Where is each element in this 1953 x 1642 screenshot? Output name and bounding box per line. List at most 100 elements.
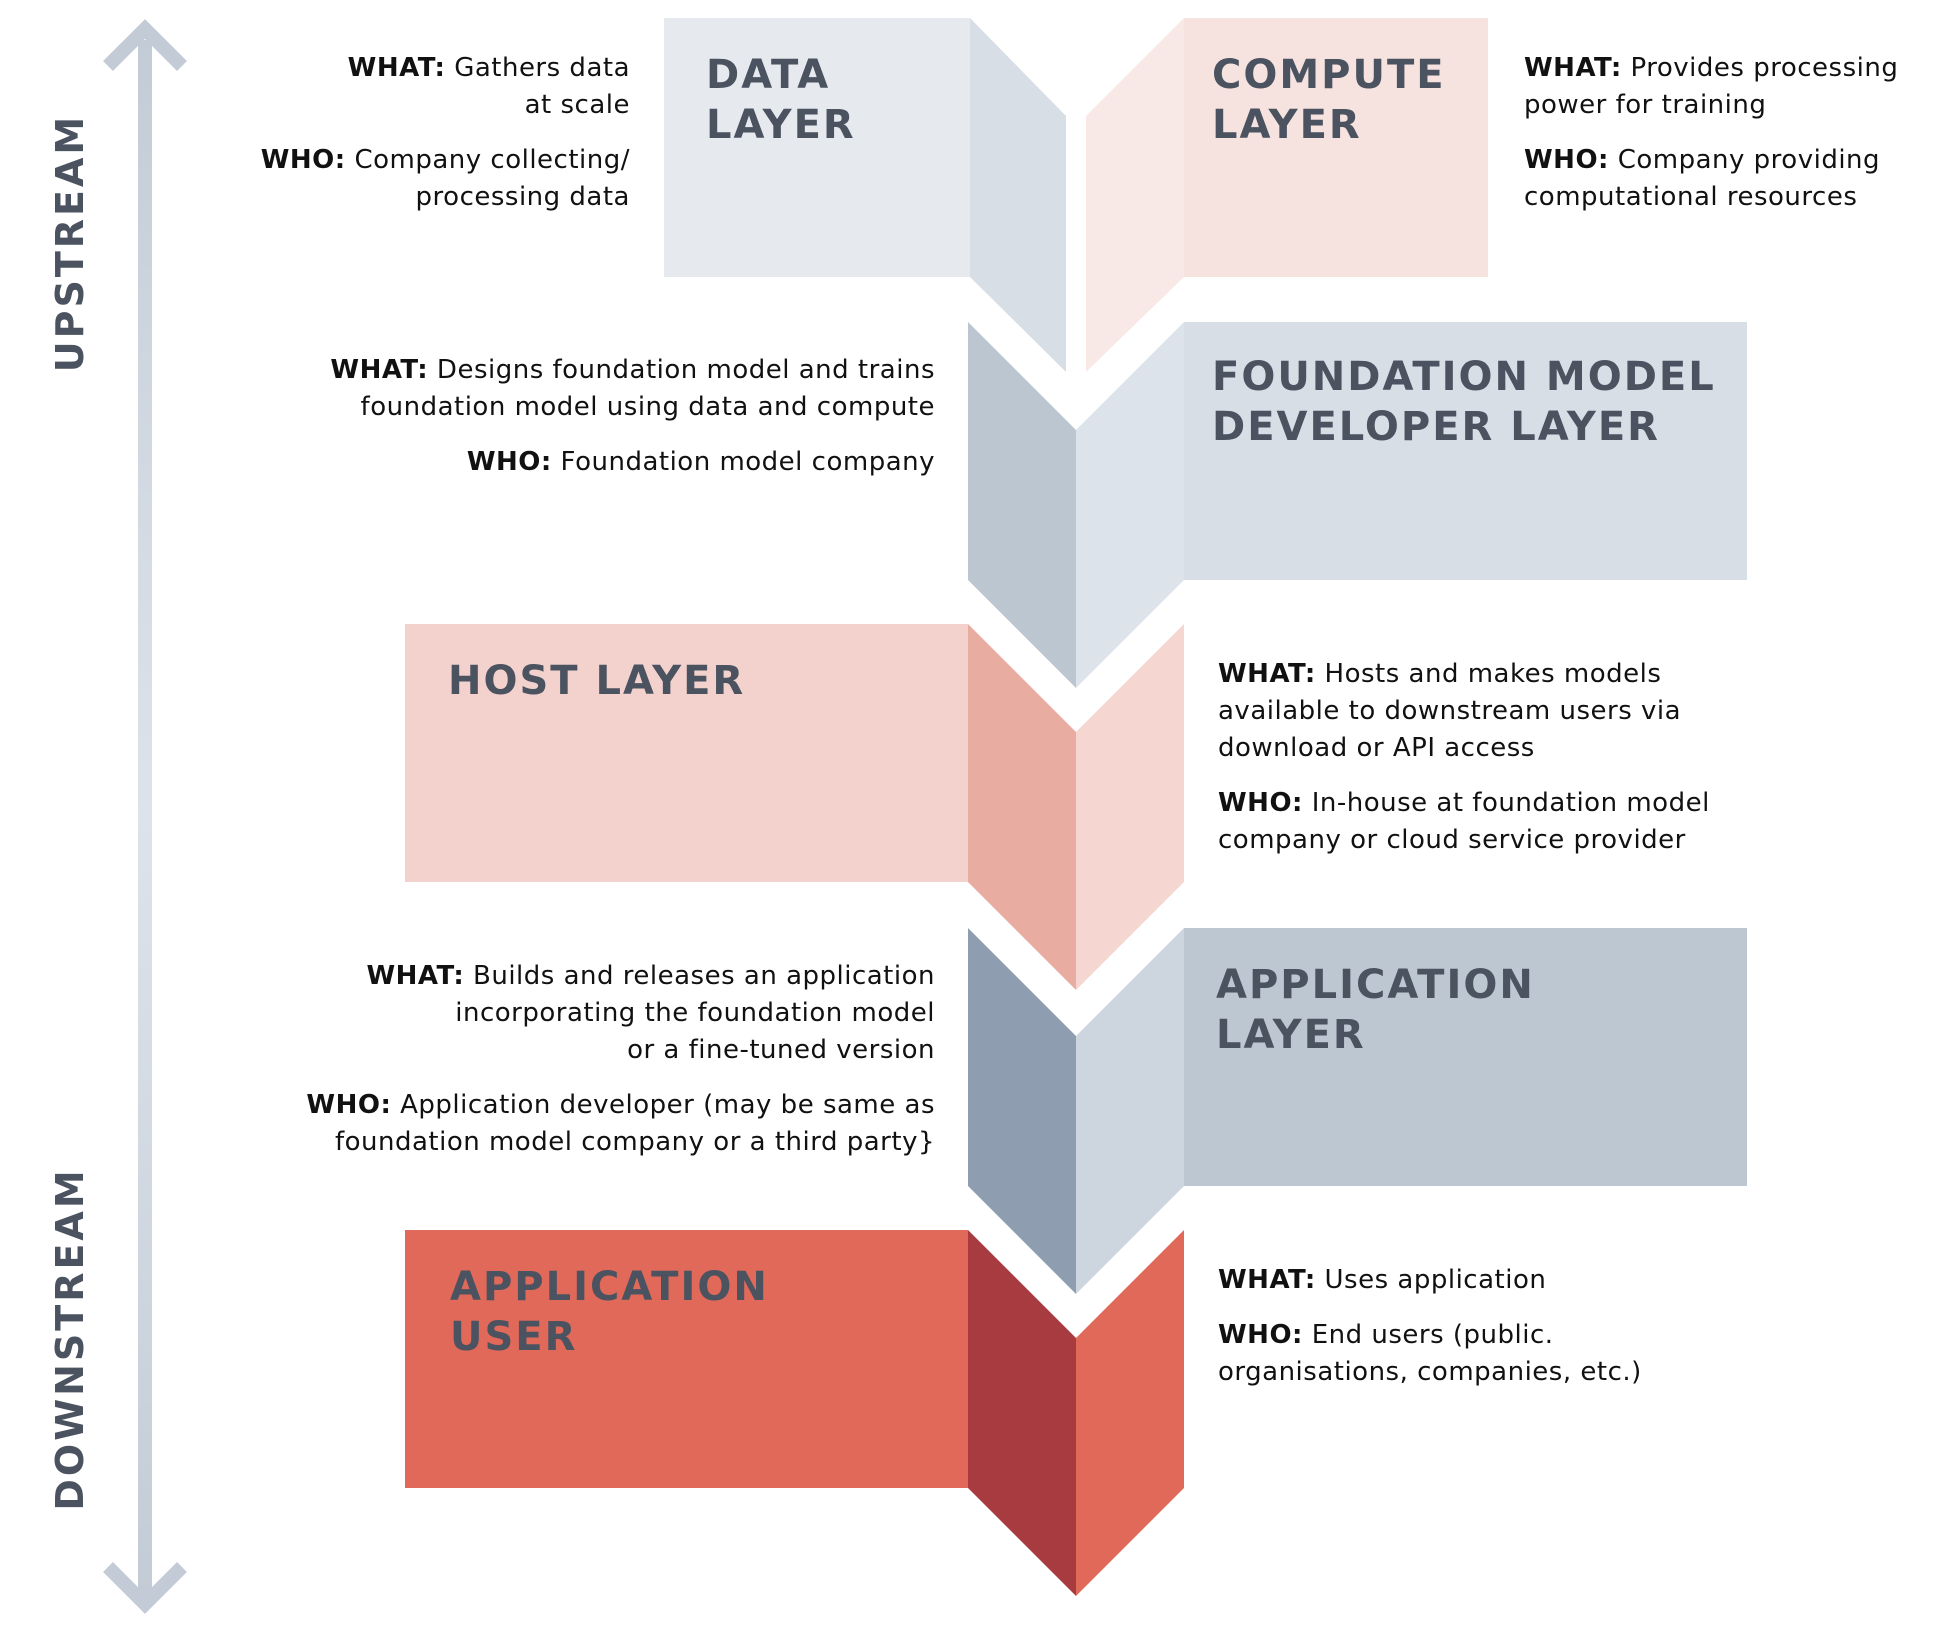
application-user-fold-right bbox=[1076, 1230, 1184, 1596]
host-layer-who: WHO: In-house at foundation model compan… bbox=[1218, 785, 1858, 859]
compute-who-line2: computational resources bbox=[1524, 182, 1858, 212]
host-what-line2: available to downstream users via bbox=[1218, 696, 1682, 726]
compute-layer-front bbox=[1184, 18, 1488, 277]
foundation-layer-what: WHAT: Designs foundation model and train… bbox=[285, 352, 935, 426]
application-user-front bbox=[405, 1230, 968, 1488]
host-layer-title-line1: HOST LAYER bbox=[448, 658, 746, 704]
compute-layer-description: WHAT: Provides processing power for trai… bbox=[1524, 50, 1944, 234]
application-user-block bbox=[405, 1230, 1184, 1596]
axis-arrow-down-icon bbox=[103, 1562, 187, 1614]
application-layer-title: APPLICATION LAYER bbox=[1216, 960, 1535, 1060]
who-label: WHO: bbox=[466, 447, 552, 477]
upstream-label: UPSTREAM bbox=[48, 113, 92, 373]
application-user-title-line1: APPLICATION bbox=[450, 1264, 769, 1310]
application-user-description: WHAT: Uses application WHO: End users (p… bbox=[1218, 1262, 1858, 1409]
foundation-what-line1: Designs foundation model and trains bbox=[436, 355, 935, 385]
data-who-line2: processing data bbox=[415, 182, 630, 212]
what-label: WHAT: bbox=[347, 53, 446, 83]
application-what-line2: incorporating the foundation model bbox=[455, 998, 935, 1028]
application-user-fold-left bbox=[968, 1230, 1076, 1596]
data-layer-title: DATA LAYER bbox=[706, 50, 856, 150]
data-layer-front bbox=[664, 18, 970, 277]
application-user-what: WHAT: Uses application bbox=[1218, 1262, 1858, 1299]
host-who-line2: company or cloud service provider bbox=[1218, 825, 1686, 855]
foundation-who-line1: Foundation model company bbox=[560, 447, 935, 477]
application-what-line3: or a fine-tuned version bbox=[627, 1035, 935, 1065]
what-label: WHAT: bbox=[330, 355, 429, 385]
data-layer-who: WHO: Company collecting/ processing data bbox=[210, 142, 630, 216]
application-user-title: APPLICATION USER bbox=[450, 1262, 769, 1362]
data-layer-title-line2: LAYER bbox=[706, 102, 856, 148]
user-what-line1: Uses application bbox=[1324, 1265, 1547, 1295]
user-who-line2: organisations, companies, etc.) bbox=[1218, 1357, 1642, 1387]
what-label: WHAT: bbox=[1218, 659, 1316, 689]
who-label: WHO: bbox=[1218, 788, 1303, 818]
compute-layer-title-line2: LAYER bbox=[1212, 102, 1362, 148]
host-who-line1: In-house at foundation model bbox=[1311, 788, 1710, 818]
foundation-model-layer-block bbox=[968, 322, 1747, 688]
host-layer-description: WHAT: Hosts and makes models available t… bbox=[1218, 656, 1858, 877]
host-what-line1: Hosts and makes models bbox=[1324, 659, 1662, 689]
foundation-layer-title: FOUNDATION MODEL DEVELOPER LAYER bbox=[1212, 352, 1716, 452]
what-label: WHAT: bbox=[1218, 1265, 1316, 1295]
application-layer-who: WHO: Application developer (may be same … bbox=[235, 1087, 935, 1161]
application-who-line1: Application developer (may be same as bbox=[400, 1090, 935, 1120]
application-layer-description: WHAT: Builds and releases an application… bbox=[235, 958, 935, 1179]
what-label: WHAT: bbox=[1524, 53, 1622, 83]
foundation-fold-left bbox=[968, 322, 1076, 688]
application-layer-block bbox=[968, 928, 1747, 1294]
host-layer-title: HOST LAYER bbox=[448, 656, 745, 706]
who-label: WHO: bbox=[306, 1090, 392, 1120]
foundation-what-line2: foundation model using data and compute bbox=[360, 392, 935, 422]
application-layer-title-line2: LAYER bbox=[1216, 1012, 1366, 1058]
downstream-label: DOWNSTREAM bbox=[48, 1167, 92, 1511]
axis-arrow-up-icon bbox=[103, 19, 187, 71]
compute-what-line2: power for training bbox=[1524, 90, 1767, 120]
data-layer-block bbox=[664, 18, 1066, 372]
foundation-layer-front bbox=[1184, 322, 1747, 580]
compute-layer-title: COMPUTE LAYER bbox=[1212, 50, 1446, 150]
foundation-layer-title-line1: FOUNDATION MODEL bbox=[1212, 354, 1716, 400]
compute-what-line1: Provides processing bbox=[1630, 53, 1899, 83]
foundation-fold-right bbox=[1076, 322, 1184, 688]
compute-who-line1: Company providing bbox=[1617, 145, 1881, 175]
application-fold-right bbox=[1076, 928, 1184, 1294]
host-layer-block bbox=[405, 624, 1184, 990]
who-label: WHO: bbox=[260, 145, 346, 175]
host-what-line3: download or API access bbox=[1218, 733, 1535, 763]
what-label: WHAT: bbox=[366, 961, 465, 991]
foundation-layer-description: WHAT: Designs foundation model and train… bbox=[285, 352, 935, 499]
application-fold-left bbox=[968, 928, 1076, 1294]
application-user-title-line2: USER bbox=[450, 1314, 578, 1360]
compute-layer-what: WHAT: Provides processing power for trai… bbox=[1524, 50, 1944, 124]
foundation-layer-who: WHO: Foundation model company bbox=[285, 444, 935, 481]
application-layer-what: WHAT: Builds and releases an application… bbox=[235, 958, 935, 1069]
host-layer-front bbox=[405, 624, 968, 882]
data-layer-what: WHAT: Gathers data at scale bbox=[210, 50, 630, 124]
user-who-line1: End users (public. bbox=[1311, 1320, 1554, 1350]
who-label: WHO: bbox=[1218, 1320, 1303, 1350]
who-label: WHO: bbox=[1524, 145, 1609, 175]
application-layer-front bbox=[1184, 928, 1747, 1186]
data-what-line1: Gathers data bbox=[454, 53, 630, 83]
data-layer-title-line1: DATA bbox=[706, 52, 831, 98]
data-who-line1: Company collecting/ bbox=[354, 145, 630, 175]
data-layer-side bbox=[970, 18, 1066, 372]
data-what-line2: at scale bbox=[524, 90, 630, 120]
axis-shaft bbox=[138, 40, 152, 1595]
compute-layer-block bbox=[1086, 18, 1488, 372]
compute-layer-who: WHO: Company providing computational res… bbox=[1524, 142, 1944, 216]
host-layer-what: WHAT: Hosts and makes models available t… bbox=[1218, 656, 1858, 767]
application-layer-title-line1: APPLICATION bbox=[1216, 962, 1535, 1008]
application-user-who: WHO: End users (public. organisations, c… bbox=[1218, 1317, 1858, 1391]
data-layer-description: WHAT: Gathers data at scale WHO: Company… bbox=[210, 50, 630, 234]
compute-layer-side bbox=[1086, 18, 1184, 372]
host-fold-right bbox=[1076, 624, 1184, 990]
application-what-line1: Builds and releases an application bbox=[473, 961, 935, 991]
application-who-line2: foundation model company or a third part… bbox=[334, 1127, 935, 1157]
compute-layer-title-line1: COMPUTE bbox=[1212, 52, 1446, 98]
host-fold-left bbox=[968, 624, 1076, 990]
foundation-layer-title-line2: DEVELOPER LAYER bbox=[1212, 404, 1660, 450]
upstream-downstream-axis bbox=[103, 19, 187, 1614]
